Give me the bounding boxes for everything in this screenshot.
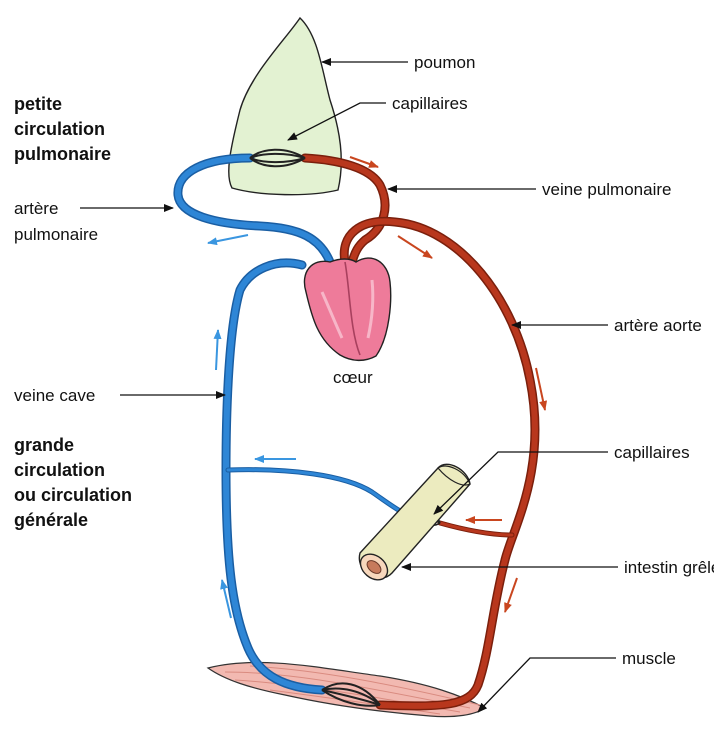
flow-arrow-blue <box>208 235 248 243</box>
lung-shape <box>229 18 342 195</box>
label-capillaires-top: capillaires <box>392 94 468 113</box>
leader-lines <box>80 62 618 712</box>
label-artere-aorte: artère aorte <box>614 316 702 335</box>
label-muscle: muscle <box>622 649 676 668</box>
label-artere-pulmonaire-line1: artère <box>14 199 58 218</box>
label-petite-circulation-line2: circulation <box>14 119 105 139</box>
label-grande-circulation-line3: ou circulation <box>14 485 132 505</box>
label-artere-pulmonaire-line2: pulmonaire <box>14 225 98 244</box>
arterial-vessels <box>305 158 535 706</box>
label-veine-pulmonaire: veine pulmonaire <box>542 180 671 199</box>
flow-arrow-red <box>398 236 432 258</box>
label-capillaires-bottom: capillaires <box>614 443 690 462</box>
label-grande-circulation-line4: générale <box>14 510 88 530</box>
label-petite-circulation-line3: pulmonaire <box>14 144 111 164</box>
label-grande-circulation-line2: circulation <box>14 460 105 480</box>
label-poumon: poumon <box>414 53 475 72</box>
venous-vessels <box>178 158 418 690</box>
flow-arrow-blue <box>216 330 218 370</box>
label-coeur: cœur <box>333 368 373 387</box>
label-veine-cave: veine cave <box>14 386 95 405</box>
label-intestin-grele: intestin grêle <box>624 558 714 577</box>
label-petite-circulation-line1: petite <box>14 94 62 114</box>
heart-shape <box>304 258 390 360</box>
flow-arrow-red <box>505 578 517 612</box>
label-grande-circulation-line1: grande <box>14 435 74 455</box>
